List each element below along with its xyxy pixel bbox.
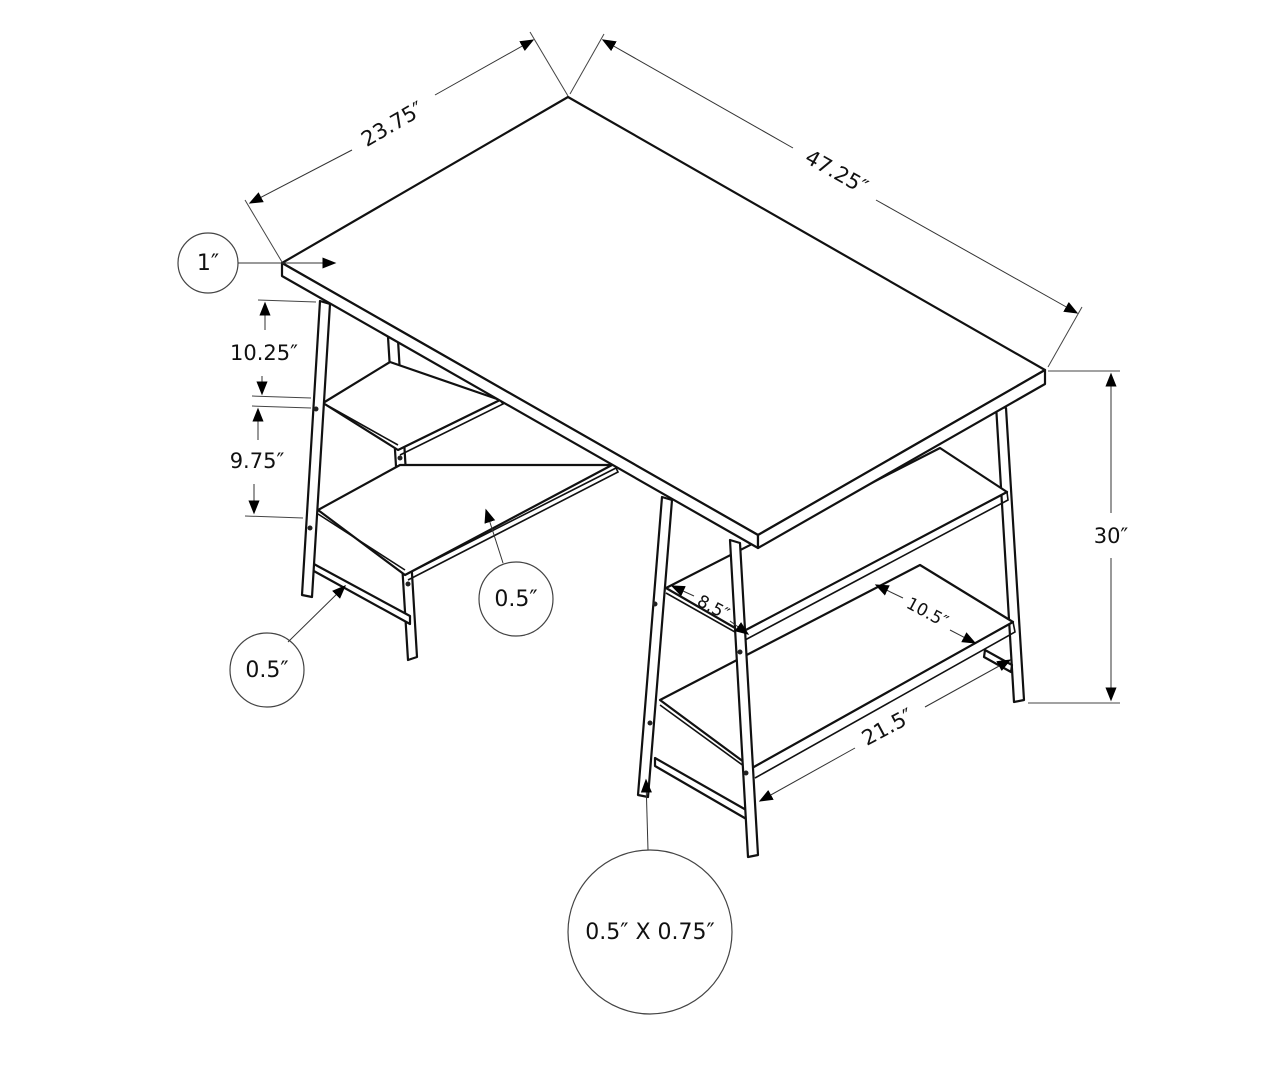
right-front-left-leg [636,495,674,799]
top-thickness-label: 1″ [197,251,219,276]
left-front-leg [300,299,332,599]
width-label: 47.25″ [801,145,872,199]
upper-shelf-gap-label: 10.25″ [230,341,298,365]
desktop [280,95,1047,550]
desk-illustration [280,95,1047,859]
callout-top-thickness: 1″ [177,232,337,294]
crossbar-label: 0.5″ [245,658,288,683]
callout-shelf-rail: 0.5″ [478,508,554,637]
dimension-shelf-gaps: 10.25″ 9.75″ [230,299,317,519]
right-front-right-leg [728,538,760,859]
right-crossbar [653,756,757,826]
lower-shelf-gap-label: 9.75″ [230,449,285,473]
dimension-height: 30″ [1028,370,1129,704]
callout-leg-profile: 0.5″ X 0.75″ [567,778,733,1015]
left-lower-shelf [316,463,620,581]
shelf-length-label: 21.5″ [858,704,918,751]
left-crossbar [310,561,412,626]
leg-profile-label: 0.5″ X 0.75″ [585,920,714,945]
callout-crossbar: 0.5″ [229,585,346,708]
height-label: 30″ [1094,524,1129,548]
depth-label: 23.75″ [357,97,428,152]
shelf-rail-label: 0.5″ [494,587,537,612]
